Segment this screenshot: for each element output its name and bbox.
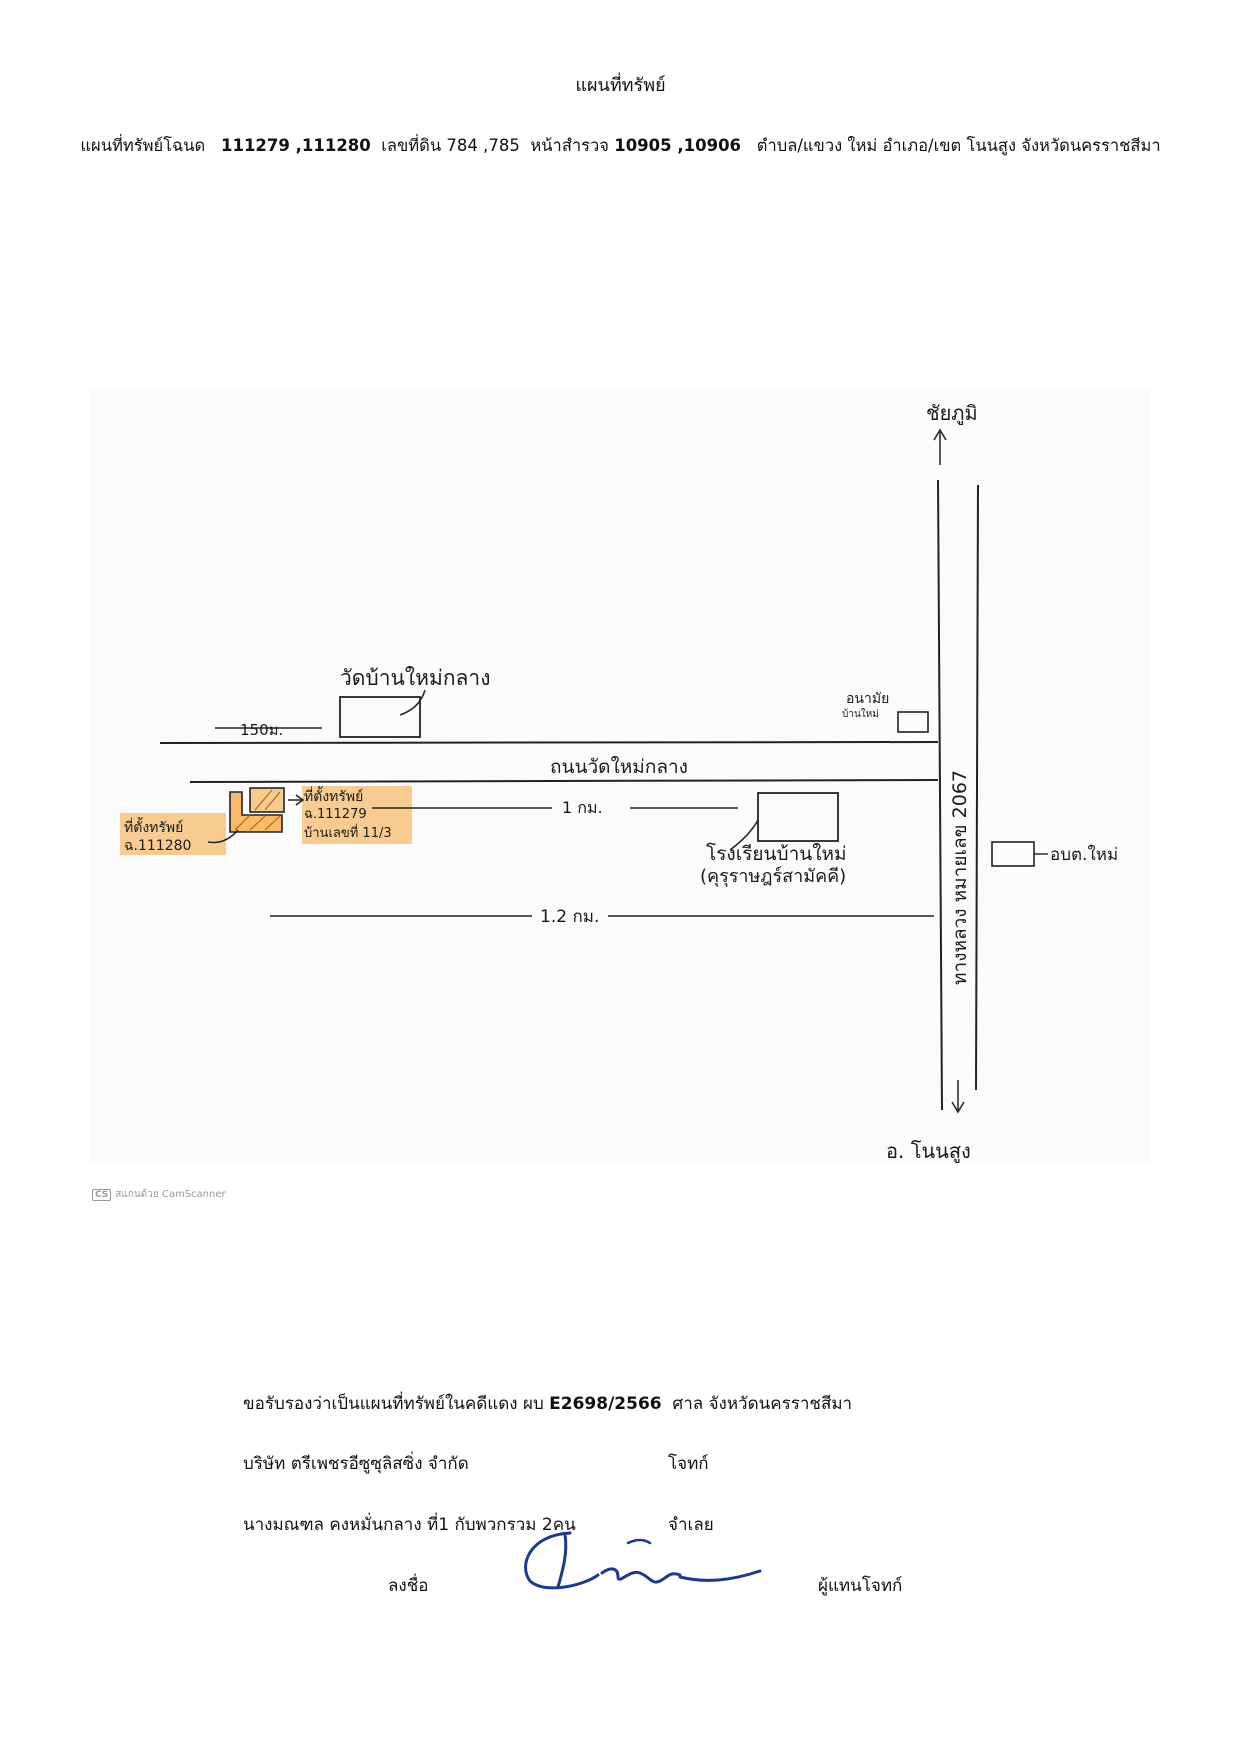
temple-distance-label: 150ม. — [240, 721, 283, 739]
district-office-label: อบต.ใหม่ — [1050, 844, 1118, 865]
property1-label-line2: ฉ.111279 — [304, 807, 367, 822]
sign-role: ผู้แทนโจทก์ — [818, 1576, 903, 1596]
district-office-building — [991, 841, 1035, 867]
scanner-text: สแกนด้วย CamScanner — [115, 1189, 226, 1200]
scanner-watermark: CS สแกนด้วย CamScanner — [92, 1187, 226, 1202]
property-description: แผนที่ทรัพย์โฉนด 111279 ,111280 เลขที่ดิ… — [0, 133, 1241, 159]
school-building — [757, 792, 839, 842]
top-destination-label: ชัยภูมิ — [926, 401, 978, 426]
property1-arrowhead-icon — [295, 794, 305, 806]
clinic-building — [897, 711, 929, 733]
property1-highlight — [302, 786, 412, 844]
clinic-label-line2: บ้านใหม่ — [842, 708, 879, 720]
deed-prefix: แผนที่ทรัพย์โฉนด — [80, 136, 206, 155]
land-numbers: 784 ,785 — [446, 136, 520, 155]
distance-school-label: 1 กม. — [562, 798, 603, 817]
property1-label-line1: ที่ตั้งทรัพย์ — [304, 786, 363, 805]
up-arrowhead-icon — [933, 428, 947, 441]
property2-label-line2: ฉ.111280 — [124, 838, 191, 854]
survey-label: หน้าสำรวจ — [530, 136, 609, 155]
clinic-label-line1: อนามัย — [846, 691, 889, 707]
certify-suffix: ศาล จังหวัดนครราชสีมา — [672, 1394, 853, 1414]
hatch-line — [249, 815, 266, 831]
hatch-line — [264, 791, 281, 811]
temple-building — [339, 696, 421, 738]
map-background — [90, 390, 1150, 1165]
temple-label: วัดบ้านใหม่กลาง — [340, 666, 490, 690]
property2-highlight — [120, 813, 226, 855]
deed-numbers: 111279 ,111280 — [220, 136, 371, 155]
temple-pointer-icon — [399, 689, 426, 716]
hatch-line — [234, 814, 251, 831]
hatch-line — [264, 815, 281, 831]
road-bottom-edge — [189, 779, 939, 783]
school-pointer-icon — [729, 819, 759, 851]
certification-line: ขอรับรองว่าเป็นแผนที่ทรัพย์ในคดีแดง ผบ E… — [243, 1390, 852, 1417]
property1-label-line3: บ้านเลขที่ 11/3 — [304, 824, 392, 841]
road-top-edge — [159, 741, 939, 744]
signature — [524, 1531, 762, 1590]
case-number: E2698/2566 — [549, 1394, 662, 1414]
highway-label: ทางหลวง หมายเลข 2067 — [949, 770, 971, 985]
land-label: เลขที่ดิน — [381, 136, 442, 155]
school-label-line1: โรงเรียนบ้านใหม่ — [706, 842, 847, 865]
road-label: ถนนวัดใหม่กลาง — [550, 756, 688, 778]
plaintiff-role: โจทก์ — [668, 1454, 709, 1474]
property-plot-111279 — [249, 787, 285, 813]
property2-pointer-icon — [207, 829, 239, 844]
highway-right-edge — [975, 484, 979, 1091]
hand-drawn-map: ชัยภูมิ อ. โนนสูง ทางหลวง หมายเลข 2067 ถ… — [120, 401, 1118, 1164]
survey-numbers: 10905 ,10906 — [614, 136, 742, 155]
property2-label-line1: ที่ตั้งทรัพย์ — [124, 817, 183, 836]
highway-left-edge — [937, 479, 943, 1111]
defendant-name: นางมณฑล คงหมั่นกลาง ที่1 กับพวกรวม 2คน — [243, 1515, 576, 1535]
bottom-destination-label: อ. โนนสูง — [886, 1139, 971, 1164]
camscanner-icon: CS — [92, 1188, 112, 1201]
defendant-role: จำเลย — [668, 1515, 714, 1535]
school-label-line2: (คุรุราษฎร์สามัคคี) — [700, 866, 846, 887]
distance-highway-label: 1.2 กม. — [540, 907, 599, 927]
location-text: ตำบล/แขวง ใหม่ อำเภอ/เขต โนนสูง จังหวัดน… — [756, 136, 1161, 155]
down-arrowhead-icon — [951, 1101, 965, 1114]
page-title: แผนที่ทรัพย์ — [575, 75, 666, 96]
certify-prefix: ขอรับรองว่าเป็นแผนที่ทรัพย์ในคดีแดง ผบ — [243, 1394, 544, 1414]
hatch-line — [254, 789, 273, 811]
sign-label: ลงชื่อ — [388, 1576, 429, 1596]
plaintiff-name: บริษัท ตรีเพชรอีซูซุลิสซิ่ง จำกัด — [243, 1454, 469, 1474]
